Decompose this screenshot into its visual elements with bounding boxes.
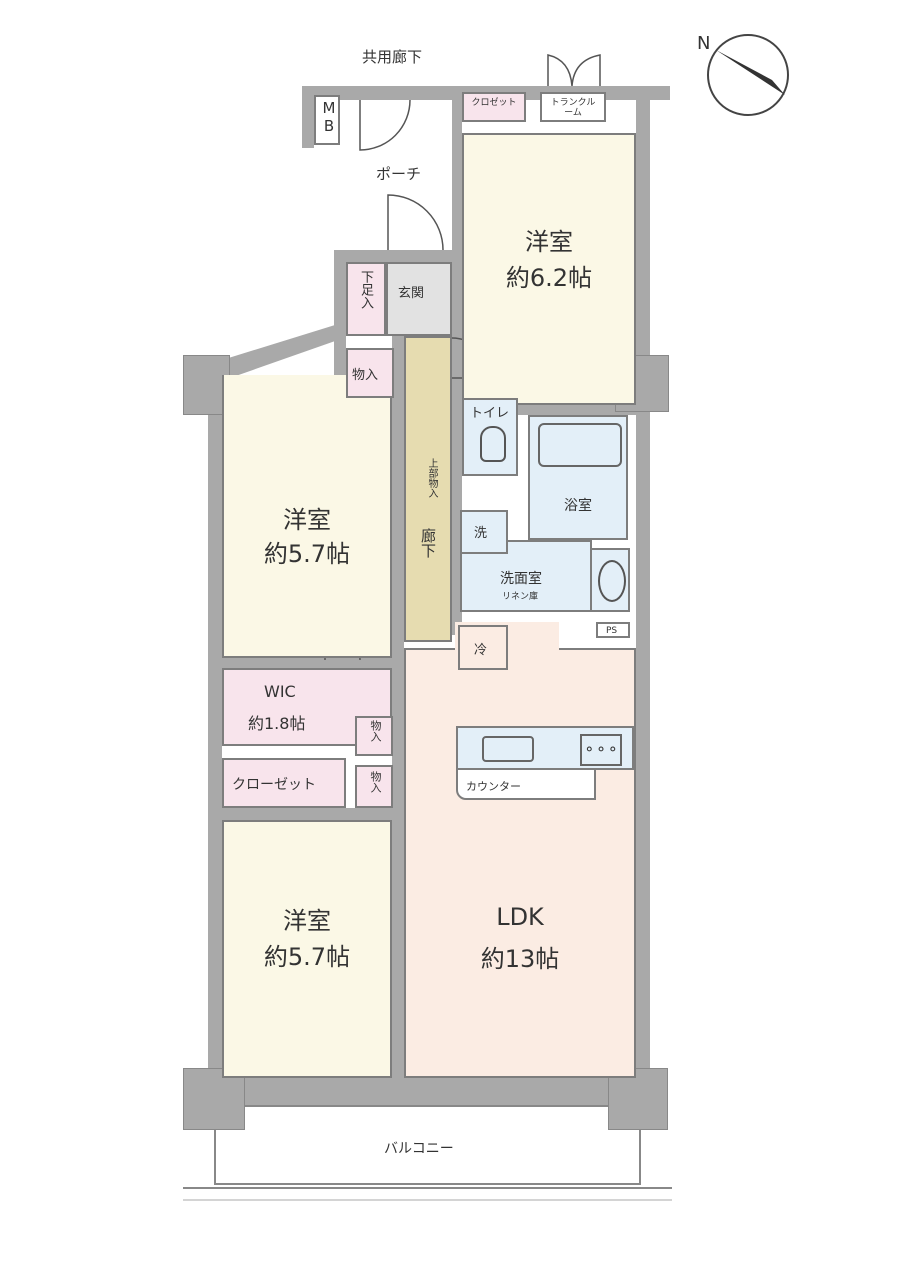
washing-machine-space: 洗	[460, 510, 508, 554]
room-size: 約6.2帖	[505, 264, 593, 292]
door-swing	[359, 99, 411, 151]
western-room-3: 洋室 約5.7帖	[222, 820, 392, 1078]
slanted-wall	[222, 325, 338, 378]
bathroom: 浴室	[528, 415, 628, 540]
toilet-label: トイレ	[470, 406, 510, 421]
door-swing	[387, 194, 444, 251]
mb-label: MB	[320, 99, 338, 135]
closet-label: クローゼット	[232, 777, 316, 793]
bathtub-icon	[538, 423, 622, 467]
room-size: 約5.7帖	[263, 943, 351, 971]
ps-label: PS	[606, 626, 618, 636]
compass-circle	[707, 34, 789, 116]
pillar	[608, 1068, 668, 1130]
trunk-door-swing	[547, 54, 601, 87]
room-name: 洋室	[283, 506, 331, 534]
bathroom-label: 浴室	[564, 498, 592, 514]
entrance: 玄関	[386, 262, 452, 336]
center-wall	[392, 330, 404, 1100]
room-name: 洋室	[525, 228, 573, 256]
mb-wall	[302, 86, 314, 148]
entry-side-wall	[334, 250, 346, 406]
balcony-label: バルコニー	[384, 1141, 454, 1157]
washbasin	[590, 548, 630, 612]
counter: カウンター	[456, 768, 596, 800]
bottom-wall	[208, 1078, 650, 1106]
room-name: WIC	[264, 682, 296, 701]
western-room-2: 洋室 約5.7帖	[222, 375, 392, 658]
counter-label: カウンター	[466, 780, 521, 793]
ps-box: PS	[596, 622, 630, 638]
trunk-room: トランクルーム	[540, 92, 606, 122]
upper-storage-label: 上部物入	[426, 458, 437, 498]
compass-needle	[716, 50, 785, 95]
closet: クローゼット	[222, 758, 346, 808]
wic: WIC 約1.8帖	[222, 668, 392, 746]
bedroom3-wall	[222, 808, 397, 820]
linen-label: リネン庫	[502, 592, 539, 602]
left-wall	[208, 365, 222, 1105]
bath-top-wall	[462, 405, 638, 415]
toilet: トイレ	[462, 398, 518, 476]
small-closet-label: クロゼット	[471, 98, 517, 108]
storage-entry: 物入	[346, 348, 394, 398]
kitchen-counter: ⚬⚬⚬	[456, 726, 634, 770]
storage-hall-2: 物入	[355, 765, 393, 808]
entrance-label: 玄関	[398, 286, 425, 301]
western-room-1: 洋室 約6.2帖	[462, 133, 636, 405]
storage-hall-1: 物入	[355, 716, 393, 756]
room-name: LDK	[496, 903, 544, 931]
sink-icon	[598, 560, 626, 602]
mb-box: MB	[314, 95, 340, 145]
room-size: 約1.8帖	[248, 714, 306, 733]
porch-label: ポーチ	[376, 165, 422, 183]
room-size: 約5.7帖	[263, 540, 351, 568]
right-wall	[636, 86, 650, 1106]
storage-label: 物入	[369, 771, 382, 793]
trunk-room-label: トランクルーム	[550, 98, 596, 118]
room-size: 約13帖	[480, 945, 560, 973]
ldk: LDK 約13帖	[404, 648, 636, 1078]
corridor-label: 廊下	[419, 528, 437, 558]
washing-machine-label: 洗	[474, 526, 488, 541]
corridor: 上部物入 廊下	[404, 336, 452, 642]
kitchen-sink-icon	[482, 736, 534, 762]
storage-label: 物入	[352, 368, 379, 383]
wic-wall	[222, 656, 397, 668]
entry-wall	[334, 250, 454, 262]
shoe-storage: 下足入	[346, 262, 386, 336]
stove-icon: ⚬⚬⚬	[580, 734, 622, 766]
shoe-storage-label: 下足入	[358, 270, 373, 309]
compass-north-label: N	[697, 33, 711, 54]
toilet-icon	[480, 426, 506, 462]
east-inner-wall	[452, 100, 462, 635]
common-corridor-label: 共用廊下	[362, 48, 423, 66]
balcony-outline	[214, 1105, 641, 1185]
room-name: 洋室	[283, 907, 331, 935]
storage-label: 物入	[369, 720, 382, 742]
fridge-space: 冷	[458, 625, 508, 670]
pillar	[183, 1068, 245, 1130]
washroom-label: 洗面室	[500, 571, 542, 587]
fridge-label: 冷	[474, 643, 488, 658]
small-closet: クロゼット	[462, 92, 526, 122]
